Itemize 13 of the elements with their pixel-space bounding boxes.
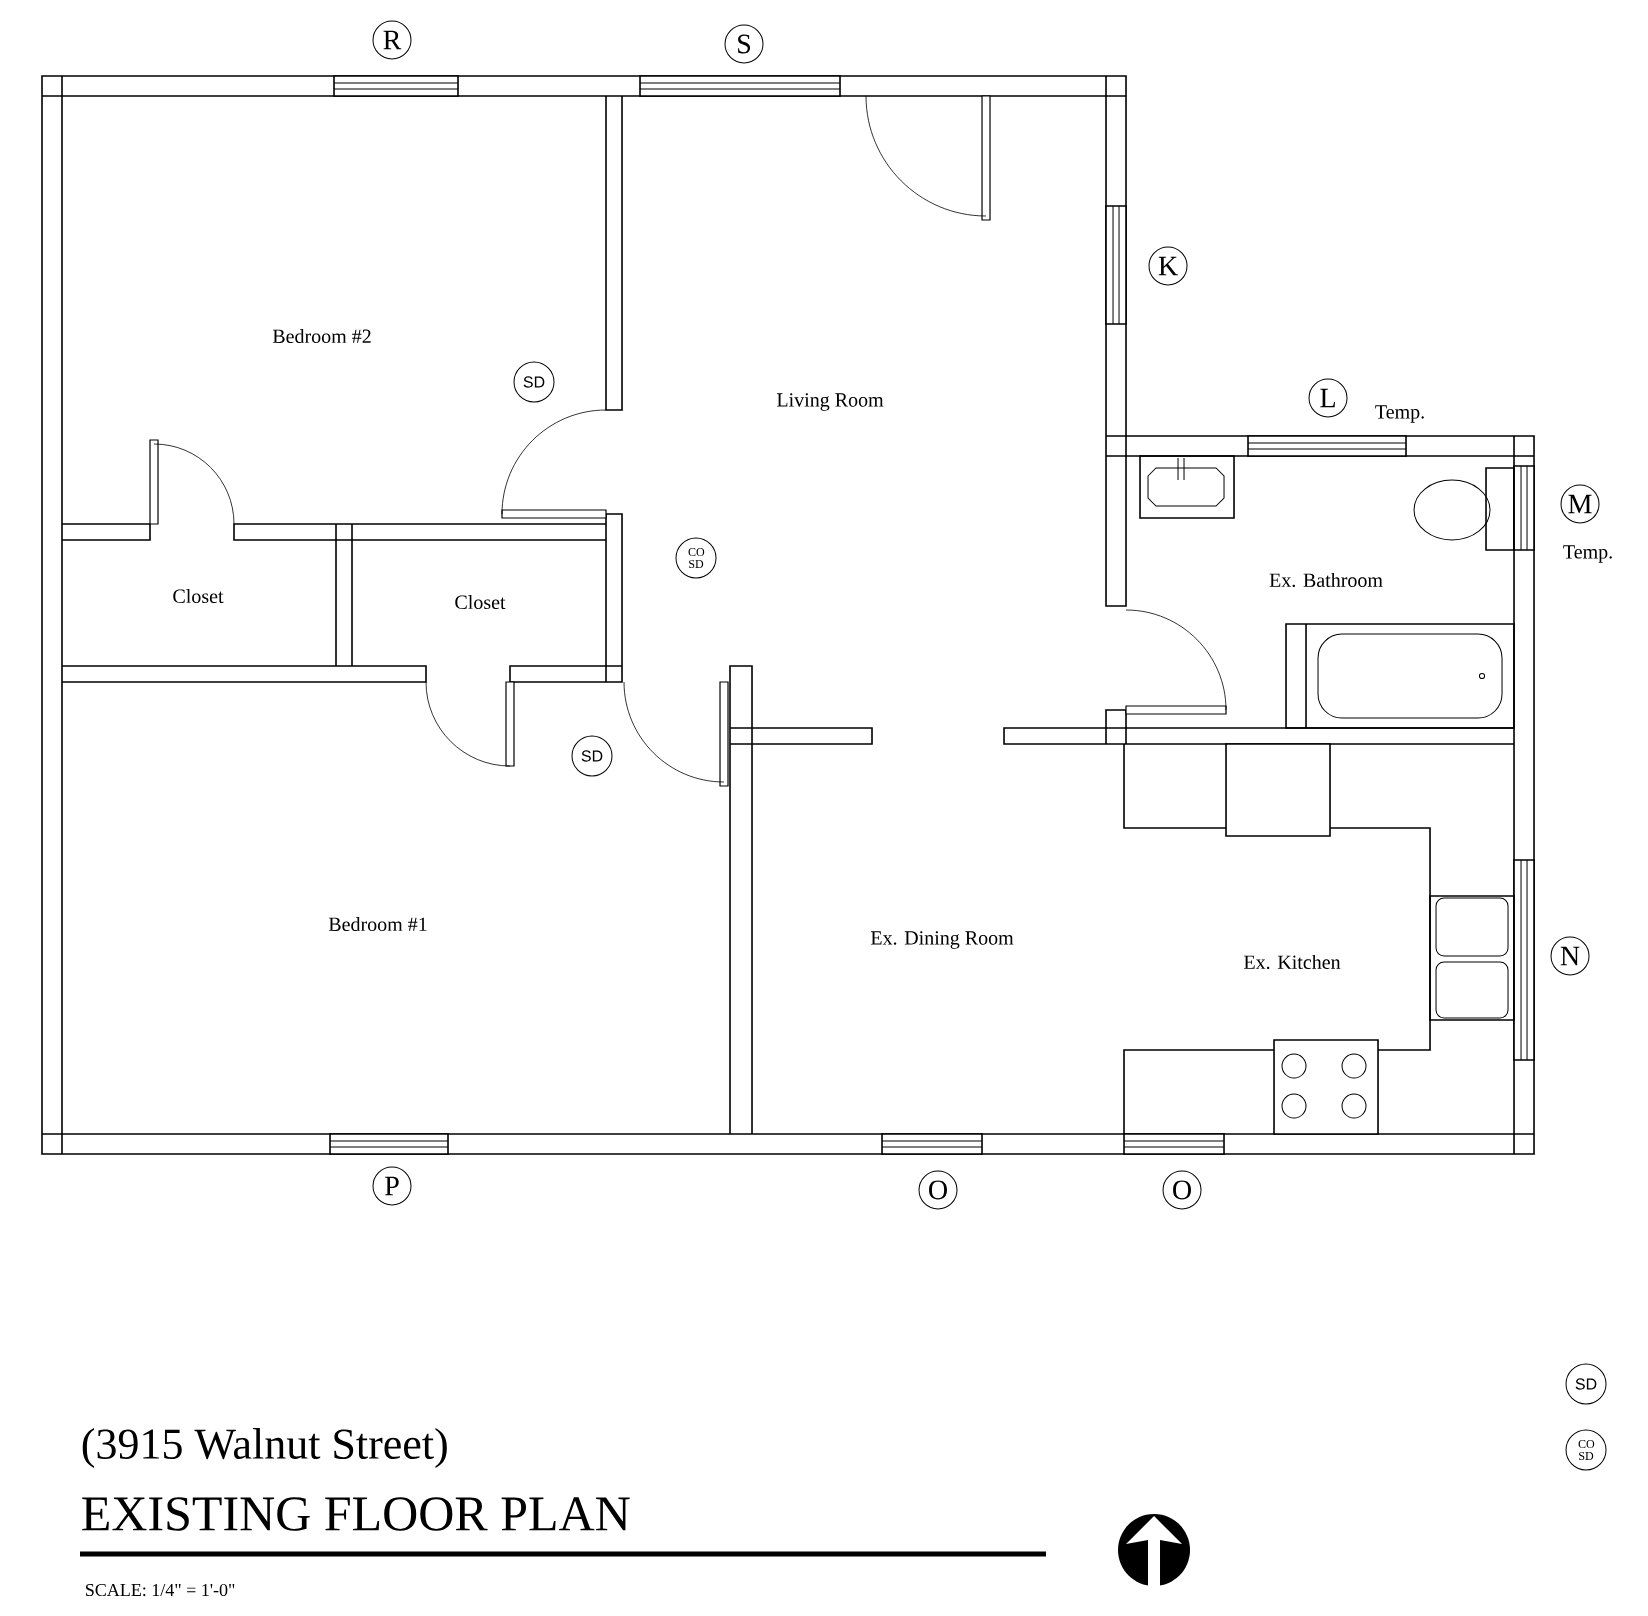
room-label: Closet — [173, 588, 224, 604]
room-label: Ex. Bathroom — [1269, 572, 1383, 588]
room-label: Bedroom #1 — [328, 916, 427, 932]
address-text: (3915 Walnut Street) — [82, 1428, 447, 1468]
note-text: Temp. — [1563, 545, 1612, 563]
room-label: Living Room — [776, 393, 884, 411]
room-label: Ex. Kitchen — [1244, 954, 1341, 970]
room-label: Bedroom #2 — [272, 328, 371, 344]
title: EXISTING FLOOR PLAN — [82, 1497, 630, 1531]
note-text: Temp. — [1375, 405, 1424, 423]
scale-note: SCALE: 1/4" = 1'-0" — [86, 1583, 235, 1597]
room-label: Ex. Dining Room — [870, 931, 1014, 949]
room-label: Closet — [455, 594, 506, 610]
